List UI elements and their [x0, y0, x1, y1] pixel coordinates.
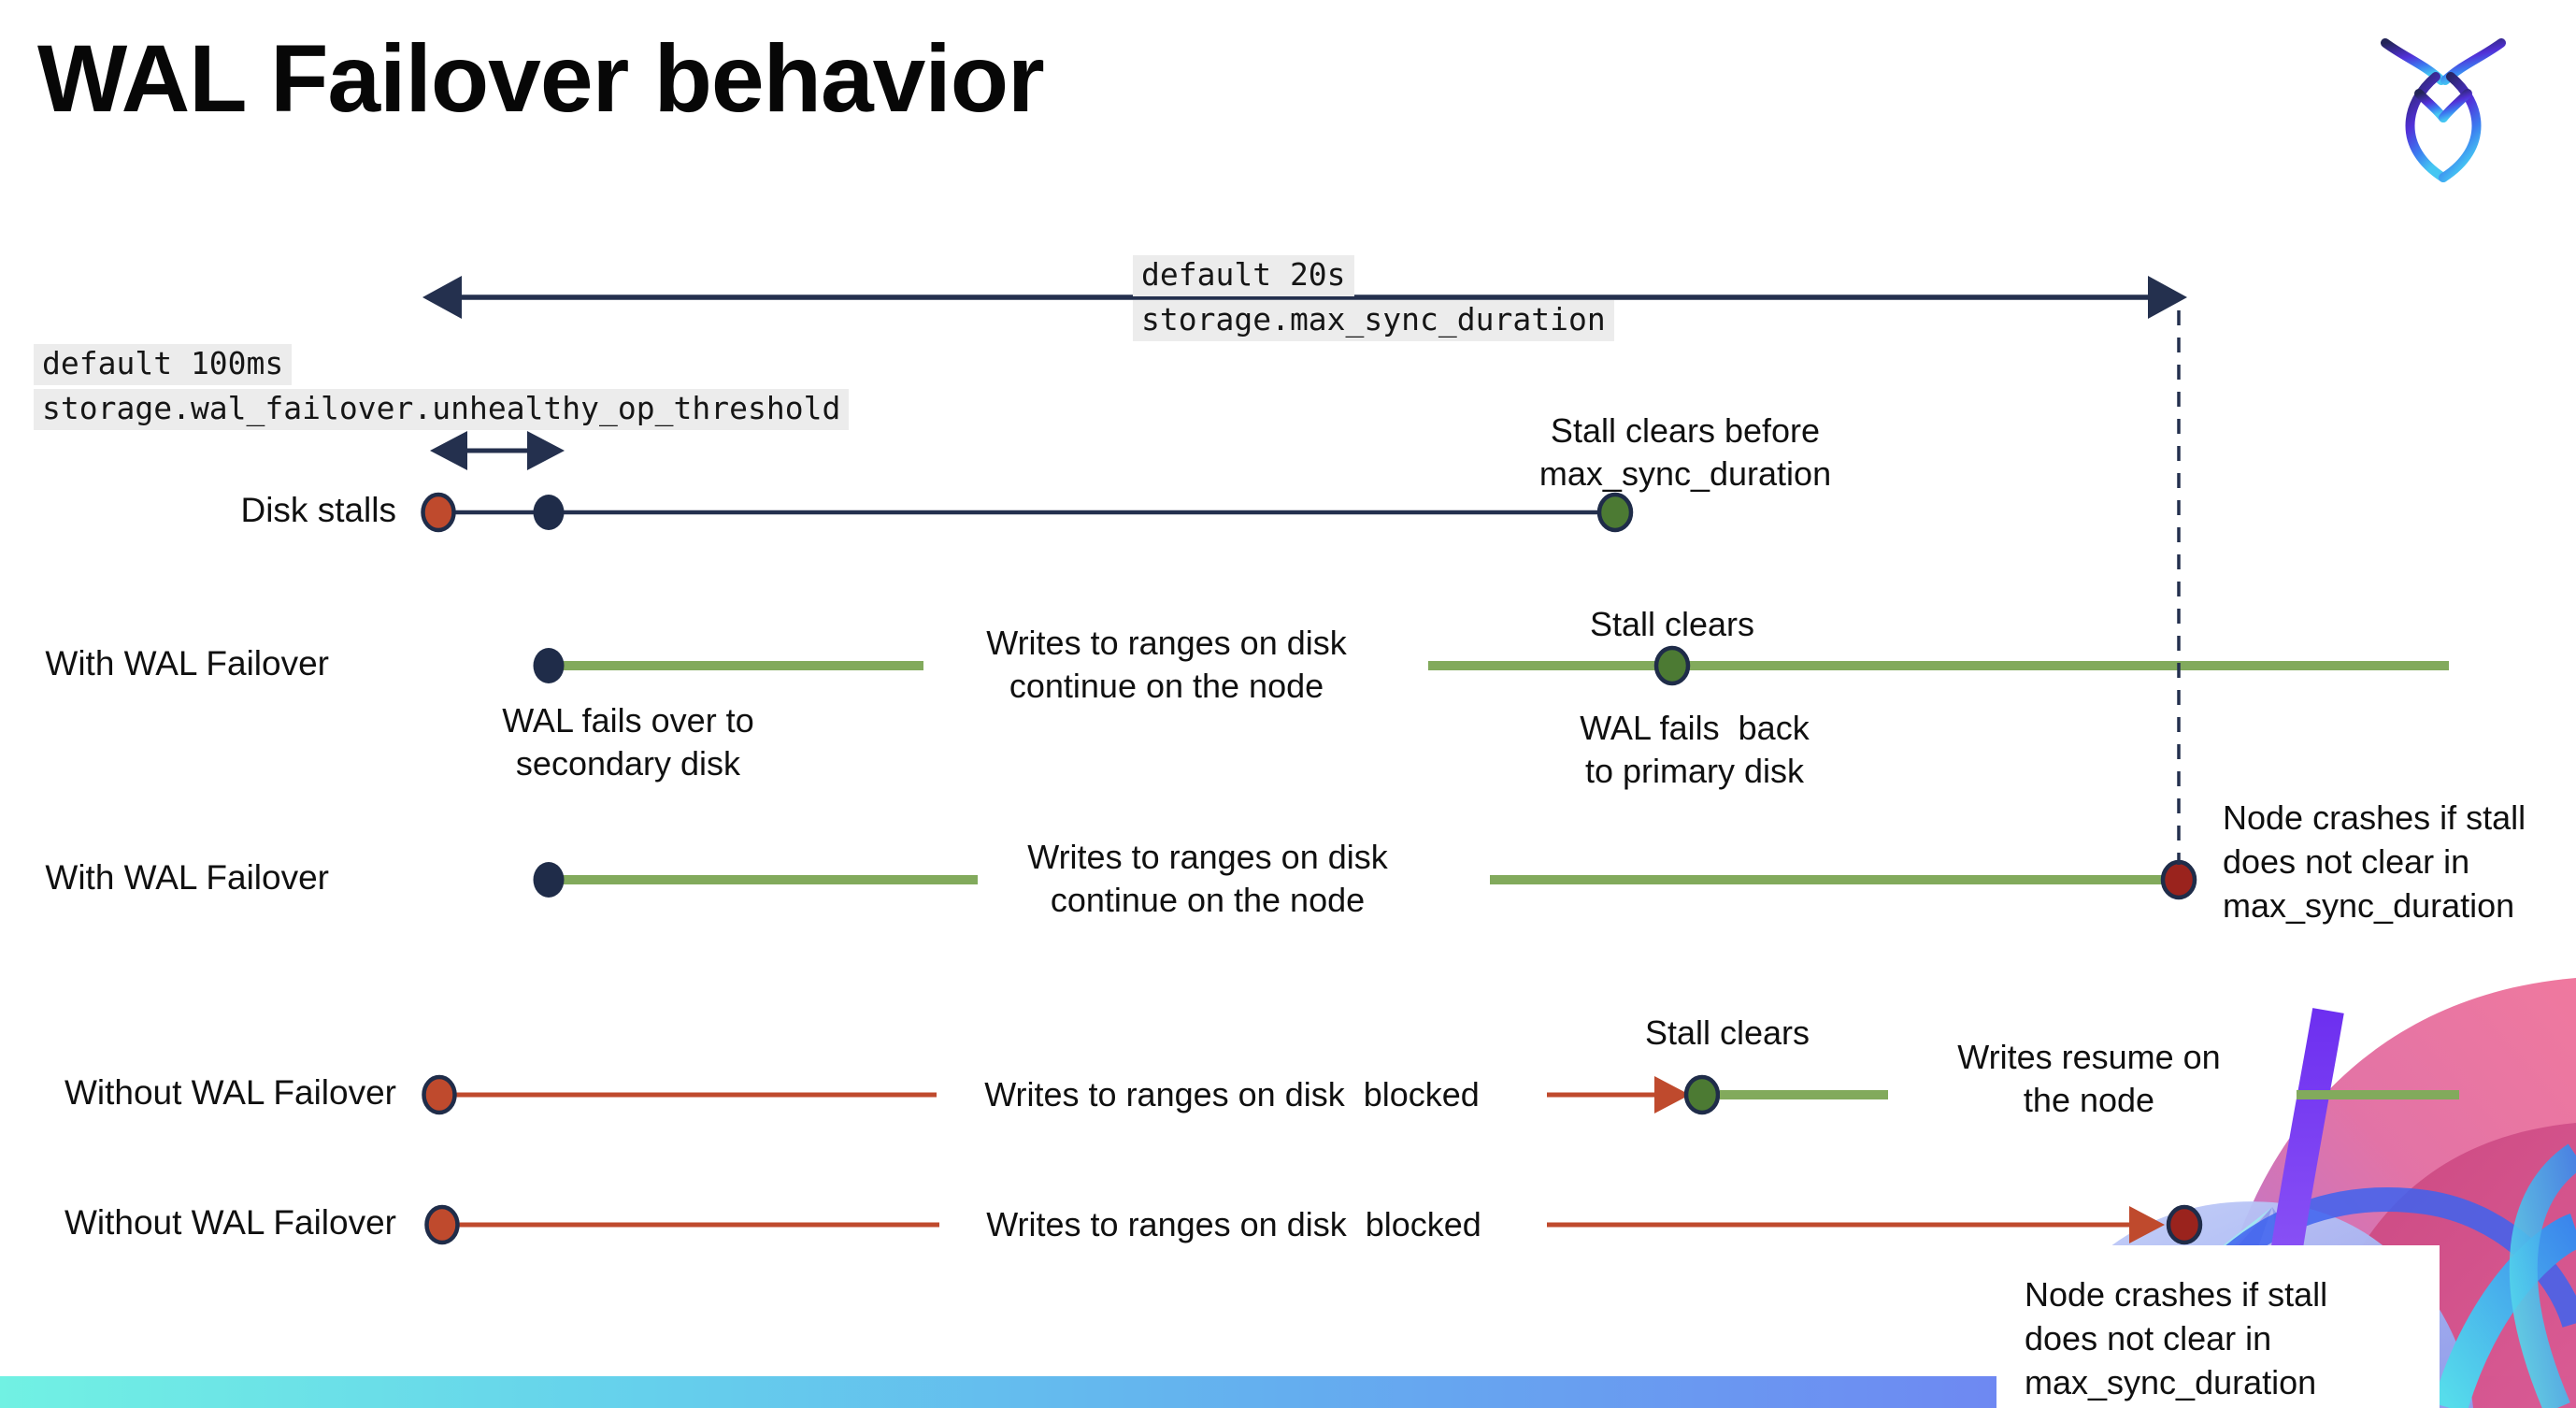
note-node-crashes-2: Node crashes if stall does not clear in …: [2025, 1275, 2328, 1401]
arrowhead-right-icon: [2148, 276, 2187, 319]
setting-name: storage.max_sync_duration: [1133, 300, 1614, 341]
note-writes-blocked-1: Writes to ranges on disk blocked: [984, 1075, 1480, 1113]
graphic-cyan-arc: [2509, 1143, 2576, 1408]
threshold-dot: [533, 495, 565, 530]
timeline-with-failover-crash: [533, 859, 2197, 900]
logo-strokes: [2381, 38, 2506, 182]
note-writes-blocked-2: Writes to ranges on disk blocked: [986, 1205, 1481, 1243]
max-sync-duration-setting-label: default 20s storage.max_sync_duration: [1133, 255, 1614, 345]
note-stall-clears-1: Stall clears: [1589, 605, 1755, 643]
timeline-without-failover-crash: [424, 1204, 2203, 1245]
setting-name: storage.wal_failover.unhealthy_op_thresh…: [34, 389, 850, 430]
max-sync-duration-arrow: [422, 276, 2187, 319]
stall-start-dot: [422, 1074, 457, 1115]
row-label-without-wal-failover-2: Without WAL Failover: [64, 1203, 396, 1242]
setting-default-value: default 100ms: [34, 344, 293, 385]
note-writes-continue-2: Writes to ranges on disk continue on the…: [1027, 838, 1388, 919]
cockroachdb-logo-icon: [2381, 38, 2506, 182]
row-label-with-wal-failover-1: With WAL Failover: [45, 644, 329, 682]
row-label-with-wal-failover-2: With WAL Failover: [45, 858, 329, 897]
note-node-crashes-1: Node crashes if stall does not clear in …: [2223, 798, 2526, 925]
failover-dot: [533, 648, 565, 683]
arrowhead-left-icon: [422, 276, 462, 319]
stall-clears-dot: [1653, 645, 1691, 686]
crash-callout-box: Node crashes if stall does not clear in …: [1996, 1245, 2440, 1408]
timeline-disk-stalls: [421, 492, 1634, 533]
failover-dot: [533, 862, 565, 898]
stall-clears-dot: [1596, 492, 1634, 533]
node-crash-dot: [2166, 1204, 2203, 1245]
unhealthy-op-threshold-setting-label: default 100ms storage.wal_failover.unhea…: [34, 344, 850, 434]
note-wal-fails-over: WAL fails over to secondary disk: [502, 701, 754, 783]
stall-start-dot: [424, 1204, 460, 1245]
stall-start-dot: [421, 492, 456, 533]
arrowhead-left-icon: [430, 431, 467, 470]
note-stall-clears-2: Stall clears: [1644, 1013, 1810, 1052]
arrowhead-right-icon: [2129, 1206, 2165, 1243]
note-wal-fails-back: WAL fails back to primary disk: [1580, 709, 1810, 790]
page-title: WAL Failover behavior: [37, 25, 1045, 132]
note-writes-resume: Writes resume on the node: [1957, 1038, 2221, 1119]
row-label-disk-stalls: Disk stalls: [240, 491, 396, 529]
arrowhead-right-icon: [527, 431, 565, 470]
node-crash-dot: [2160, 859, 2197, 900]
timeline-with-failover-clears: [533, 645, 2449, 686]
note-stall-clears-before: Stall clears before max_sync_duration: [1538, 411, 1832, 493]
timeline-without-failover-clears: [422, 1074, 2459, 1115]
arrowhead-right-icon: [1654, 1076, 1690, 1113]
stall-clears-dot: [1683, 1074, 1721, 1115]
row-label-without-wal-failover-1: Without WAL Failover: [64, 1073, 396, 1112]
unhealthy-op-threshold-arrow: [430, 431, 565, 470]
note-writes-continue-1: Writes to ranges on disk continue on the…: [986, 624, 1347, 705]
setting-default-value: default 20s: [1133, 255, 1354, 296]
